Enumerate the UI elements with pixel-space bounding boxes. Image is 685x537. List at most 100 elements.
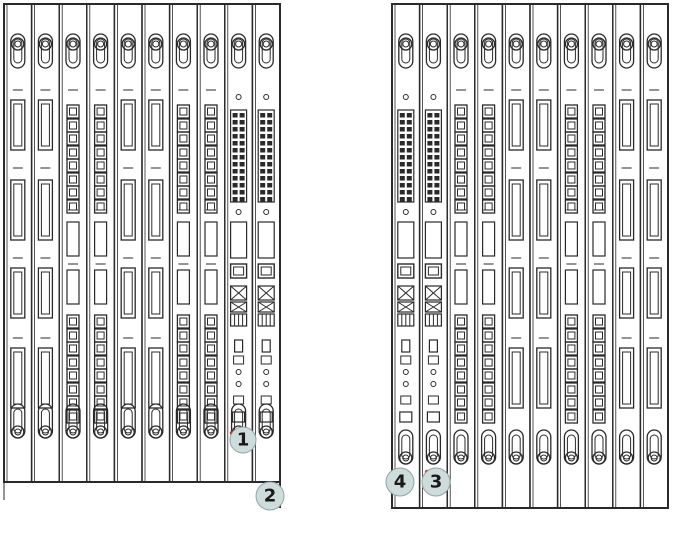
- card-handle: [480, 429, 497, 465]
- led-icon: [434, 127, 440, 132]
- connector-icon: [120, 179, 136, 241]
- port-pair: [481, 131, 496, 160]
- left-shelf-slot-1: [3, 3, 33, 483]
- port-pair: [93, 395, 108, 424]
- small-port: [400, 355, 412, 365]
- card-face: [612, 3, 642, 509]
- port-pair: [564, 395, 579, 424]
- port-pair: [176, 104, 191, 133]
- connector-icon: [536, 347, 552, 409]
- handle-slot: [649, 434, 659, 460]
- port-pair: [592, 131, 606, 160]
- led-icon: [406, 148, 412, 153]
- led-icon: [406, 190, 412, 195]
- led-icon: [260, 162, 266, 167]
- connector-icon: [646, 347, 662, 409]
- port-pair: [564, 341, 579, 370]
- port-pair: [66, 158, 80, 187]
- callout-4: 4: [385, 467, 415, 497]
- handle-slot: [484, 434, 494, 460]
- crossed-connector-icon: [230, 301, 248, 313]
- port-pair: [481, 395, 496, 424]
- led-icon: [260, 169, 266, 174]
- slot-window: [93, 269, 108, 305]
- led-icon: [434, 190, 440, 195]
- port-pair: [592, 314, 606, 343]
- screw-icon: [619, 451, 634, 465]
- handle-loop: [591, 33, 607, 69]
- handle-slot: [206, 38, 216, 64]
- screw-icon: [619, 37, 634, 51]
- card-face: [501, 3, 531, 509]
- led-icon: [406, 120, 412, 125]
- led-icon: [399, 134, 405, 139]
- right-shelf-slot-7: [556, 3, 586, 509]
- handle-slot: [539, 434, 549, 460]
- screw-icon: [259, 37, 273, 51]
- card-face: [141, 3, 171, 483]
- connector-icon: [120, 267, 136, 319]
- connector-icon: [536, 267, 552, 319]
- port-pair: [592, 185, 606, 214]
- led-icon: [434, 176, 440, 181]
- callout-2: 2: [255, 481, 285, 511]
- screw-icon: [11, 425, 25, 439]
- connector-icon: [37, 99, 54, 151]
- handle-loop: [536, 33, 552, 69]
- handle-slot: [401, 434, 411, 460]
- port-pair: [66, 395, 80, 424]
- small-port: [401, 339, 411, 353]
- screw-icon: [11, 37, 25, 51]
- handle-slot: [594, 38, 604, 64]
- port-pair: [454, 341, 468, 370]
- port-pair: [93, 314, 108, 343]
- led-icon: [239, 190, 245, 195]
- handle-slot: [40, 38, 50, 64]
- led-icon: [434, 183, 440, 188]
- handle-slot: [428, 434, 438, 460]
- small-port: [234, 339, 244, 353]
- led-icon: [239, 176, 245, 181]
- led-icon: [406, 176, 412, 181]
- led-icon: [232, 155, 238, 160]
- screw-icon: [149, 425, 163, 439]
- port-pair: [481, 314, 496, 343]
- led-icon: [239, 134, 245, 139]
- led-icon: [434, 113, 440, 118]
- card-handle: [10, 403, 26, 439]
- pin-block-icon: [424, 313, 442, 327]
- handle-slot: [428, 38, 438, 64]
- connector-icon: [37, 267, 54, 319]
- connector-icon: [508, 267, 524, 319]
- connector-icon: [646, 267, 662, 319]
- connector-icon: [508, 99, 524, 151]
- card-handle: [618, 429, 635, 465]
- led-icon: [427, 162, 433, 167]
- slot-window: [564, 269, 579, 305]
- right-shelf-slot-9: [612, 3, 642, 509]
- led-icon: [427, 134, 433, 139]
- right-shelf-slot-8: [584, 3, 614, 509]
- led-icon: [232, 148, 238, 153]
- connector-icon: [618, 179, 635, 241]
- led-icon: [239, 141, 245, 146]
- led-icon: [399, 176, 405, 181]
- indicator-icon: [402, 209, 409, 215]
- handle-loop: [92, 33, 109, 69]
- port-pair: [454, 314, 468, 343]
- small-port: [259, 411, 273, 423]
- screw-icon: [399, 37, 413, 51]
- port-pair: [93, 158, 108, 187]
- led-icon: [267, 176, 273, 181]
- led-icon: [232, 141, 238, 146]
- port-pair: [66, 368, 80, 397]
- connector-icon: [37, 347, 54, 409]
- indicator-icon: [430, 369, 437, 375]
- right-shelf-slot-6: [529, 3, 559, 509]
- handle-slot: [622, 434, 632, 460]
- port-pair: [204, 314, 218, 343]
- port-pair: [454, 104, 468, 133]
- card-handle: [398, 33, 414, 69]
- connector-icon: [646, 179, 662, 241]
- display-window: [230, 221, 248, 259]
